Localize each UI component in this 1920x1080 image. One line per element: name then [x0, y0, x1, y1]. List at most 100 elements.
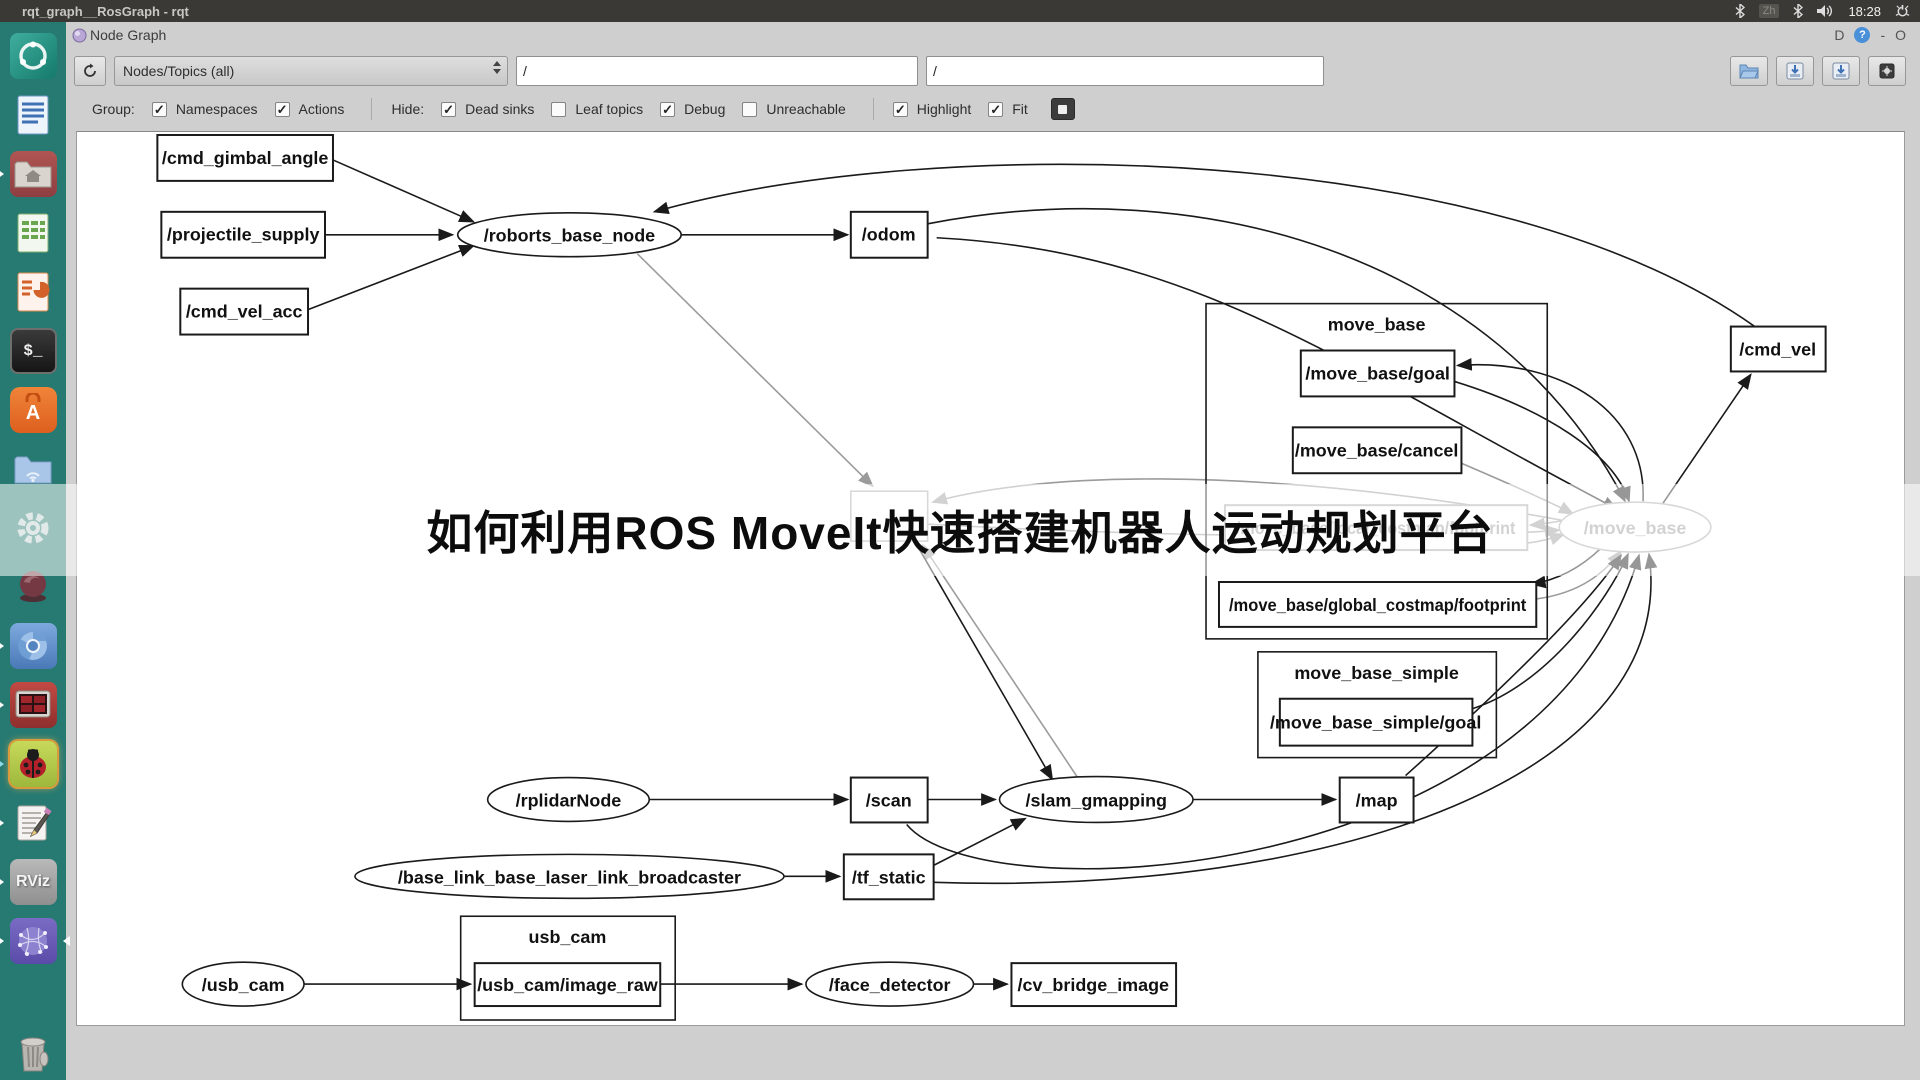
namespaces-checkbox[interactable]: ✓ [151, 101, 167, 117]
sidebar-item-libreoffice-writer[interactable] [10, 92, 57, 138]
leaf-topics-checkbox[interactable] [551, 101, 567, 117]
graph-toolbar: Nodes/Topics (all) [74, 54, 1914, 88]
power-icon[interactable] [1895, 4, 1910, 19]
topic-filter-input[interactable] [926, 56, 1324, 86]
highlight-checkbox[interactable]: ✓ [892, 101, 908, 117]
dead-sinks-checkbox[interactable]: ✓ [441, 101, 457, 117]
graph-type-value: Nodes/Topics (all) [123, 63, 235, 79]
system-tray: Zh 18:28 [1735, 4, 1910, 19]
svg-text:/cmd_vel: /cmd_vel [1739, 339, 1816, 359]
sidebar-item-libreoffice-calc[interactable] [10, 210, 57, 256]
sidebar-item-chromium-browser[interactable] [0, 623, 57, 669]
graph-type-select[interactable]: Nodes/Topics (all) [114, 56, 508, 86]
close-button[interactable]: O [1895, 27, 1906, 43]
dock-button[interactable]: D [1834, 27, 1845, 43]
sidebar-item-video-player[interactable] [0, 682, 57, 728]
node-usb-cam: /usb_cam [181, 961, 305, 1007]
snapshot-button[interactable] [1050, 98, 1075, 120]
svg-text:/rplidarNode: /rplidarNode [516, 790, 622, 810]
topic-box-move-base-simple-goal: /move_base_simple/goal [1270, 697, 1481, 747]
unreachable-label[interactable]: Unreachable [766, 101, 846, 117]
svg-text:/move_base/goal: /move_base/goal [1305, 363, 1450, 383]
topic-box-projectile-supply: /projectile_supply [160, 210, 326, 259]
fit-checkbox[interactable]: ✓ [988, 101, 1004, 117]
svg-text:/move_base_simple/goal: /move_base_simple/goal [1270, 713, 1481, 733]
running-indicator [0, 818, 4, 828]
save-as-button[interactable] [1822, 56, 1860, 86]
sidebar-item-ladybug-app[interactable] [0, 741, 57, 787]
fit-label[interactable]: Fit [1012, 101, 1028, 117]
svg-text:/usb_cam/image_raw: /usb_cam/image_raw [477, 975, 658, 995]
save-image-button[interactable] [1868, 56, 1906, 86]
topic-box-cmd-vel: /cmd_vel [1729, 325, 1827, 373]
bluetooth-icon[interactable] [1735, 4, 1745, 18]
leaf-topics-label[interactable]: Leaf topics [575, 101, 644, 117]
svg-text:/move_base/global_costmap/foot: /move_base/global_costmap/footprint [1229, 595, 1526, 615]
svg-text:/slam_gmapping: /slam_gmapping [1025, 790, 1167, 810]
sidebar-item-libreoffice-impress[interactable] [10, 269, 57, 315]
node-base-link-broadcaster: /base_link_base_laser_link_broadcaster [354, 853, 785, 900]
keyboard-layout-badge[interactable]: Zh [1758, 4, 1780, 18]
sidebar-item-network-globe[interactable] [0, 918, 70, 964]
node-move-base: /move_base [1558, 501, 1712, 553]
sidebar-item-rviz[interactable]: RViz [0, 859, 57, 905]
unreachable-checkbox[interactable] [742, 101, 758, 117]
refresh-button[interactable] [74, 56, 106, 86]
sidebar-item-settings-gear[interactable] [10, 505, 57, 551]
svg-text:usb_cam: usb_cam [529, 927, 607, 947]
topic-box-cmd-vel-acc: /cmd_vel_acc [179, 287, 310, 336]
volume-icon[interactable] [1817, 4, 1834, 18]
sidebar-item-home-folder[interactable] [0, 151, 57, 197]
minimize-button[interactable]: - [1880, 27, 1886, 43]
svg-text:/map: /map [1356, 790, 1398, 810]
sidebar-item-trash[interactable] [9, 1030, 56, 1076]
debug-checkbox[interactable]: ✓ [660, 101, 676, 117]
topic-box-cmd-gimbal-angle: /cmd_gimbal_angle [156, 133, 334, 182]
sidebar-item-ubuntu-software[interactable]: A [9, 387, 57, 433]
window-title: rqt_graph__RosGraph - rqt [22, 3, 189, 19]
node-face-detector: /face_detector [805, 961, 975, 1007]
topic-box-cv-bridge-image: /cv_bridge_image [1010, 962, 1178, 1008]
topic-box-usb-cam-image-raw: /usb_cam/image_raw [473, 962, 662, 1008]
svg-text:A: A [26, 402, 40, 424]
debug-label[interactable]: Debug [684, 101, 726, 117]
graph-canvas[interactable]: move_base move_base_simple usb_cam /cmd_… [76, 131, 1905, 1026]
running-indicator [0, 759, 4, 769]
dead-sinks-label[interactable]: Dead sinks [465, 101, 535, 117]
actions-checkbox[interactable]: ✓ [274, 101, 290, 117]
cluster-move-base-simple: move_base_simple [1257, 651, 1498, 759]
rviz-label: RViz [15, 873, 51, 890]
plugin-title: Node Graph [90, 27, 167, 43]
sidebar-item-ubuntu-dash[interactable] [9, 33, 57, 79]
sidebar-item-network-folder[interactable] [10, 446, 57, 492]
save-image-icon [1879, 63, 1895, 79]
sidebar-item-terminal[interactable]: $_ [9, 328, 57, 374]
open-dot-button[interactable] [1730, 56, 1768, 86]
clock[interactable]: 18:28 [1848, 3, 1881, 19]
sidebar-item-red-swirl-app[interactable] [10, 564, 57, 610]
running-indicator [0, 936, 4, 946]
node-rplidar: /rplidarNode [486, 776, 651, 823]
node-filter-input[interactable] [516, 56, 918, 86]
running-indicator [0, 641, 4, 651]
namespaces-label[interactable]: Namespaces [175, 101, 258, 117]
cluster-move-base: move_base [1205, 302, 1549, 640]
snapshot-icon [1058, 104, 1068, 114]
svg-text:/move_base: /move_base [1584, 518, 1687, 538]
topic-box-local-costmap-footprint: /move_base/local_costmap/footprint [1223, 504, 1529, 552]
node-graph-icon [72, 28, 87, 42]
cluster-usb-cam: usb_cam [459, 915, 677, 1021]
svg-text:/cmd_gimbal_angle: /cmd_gimbal_angle [162, 148, 328, 168]
highlight-label[interactable]: Highlight [916, 101, 972, 117]
save-dot-button[interactable] [1776, 56, 1814, 86]
svg-text:/cv_bridge_image: /cv_bridge_image [1017, 975, 1169, 995]
bluetooth-icon[interactable] [1793, 4, 1804, 18]
plugin-title-bar: Node Graph D ? - O [66, 22, 1920, 48]
sidebar-item-text-editor[interactable] [0, 800, 57, 846]
topic-box-global-costmap-footprint: /move_base/global_costmap/footprint [1217, 580, 1538, 628]
help-button[interactable]: ? [1854, 27, 1871, 43]
running-indicator [0, 700, 4, 710]
topic-box-move-base-goal: /move_base/goal [1299, 349, 1456, 398]
running-indicator [0, 877, 4, 887]
actions-label[interactable]: Actions [298, 101, 345, 117]
